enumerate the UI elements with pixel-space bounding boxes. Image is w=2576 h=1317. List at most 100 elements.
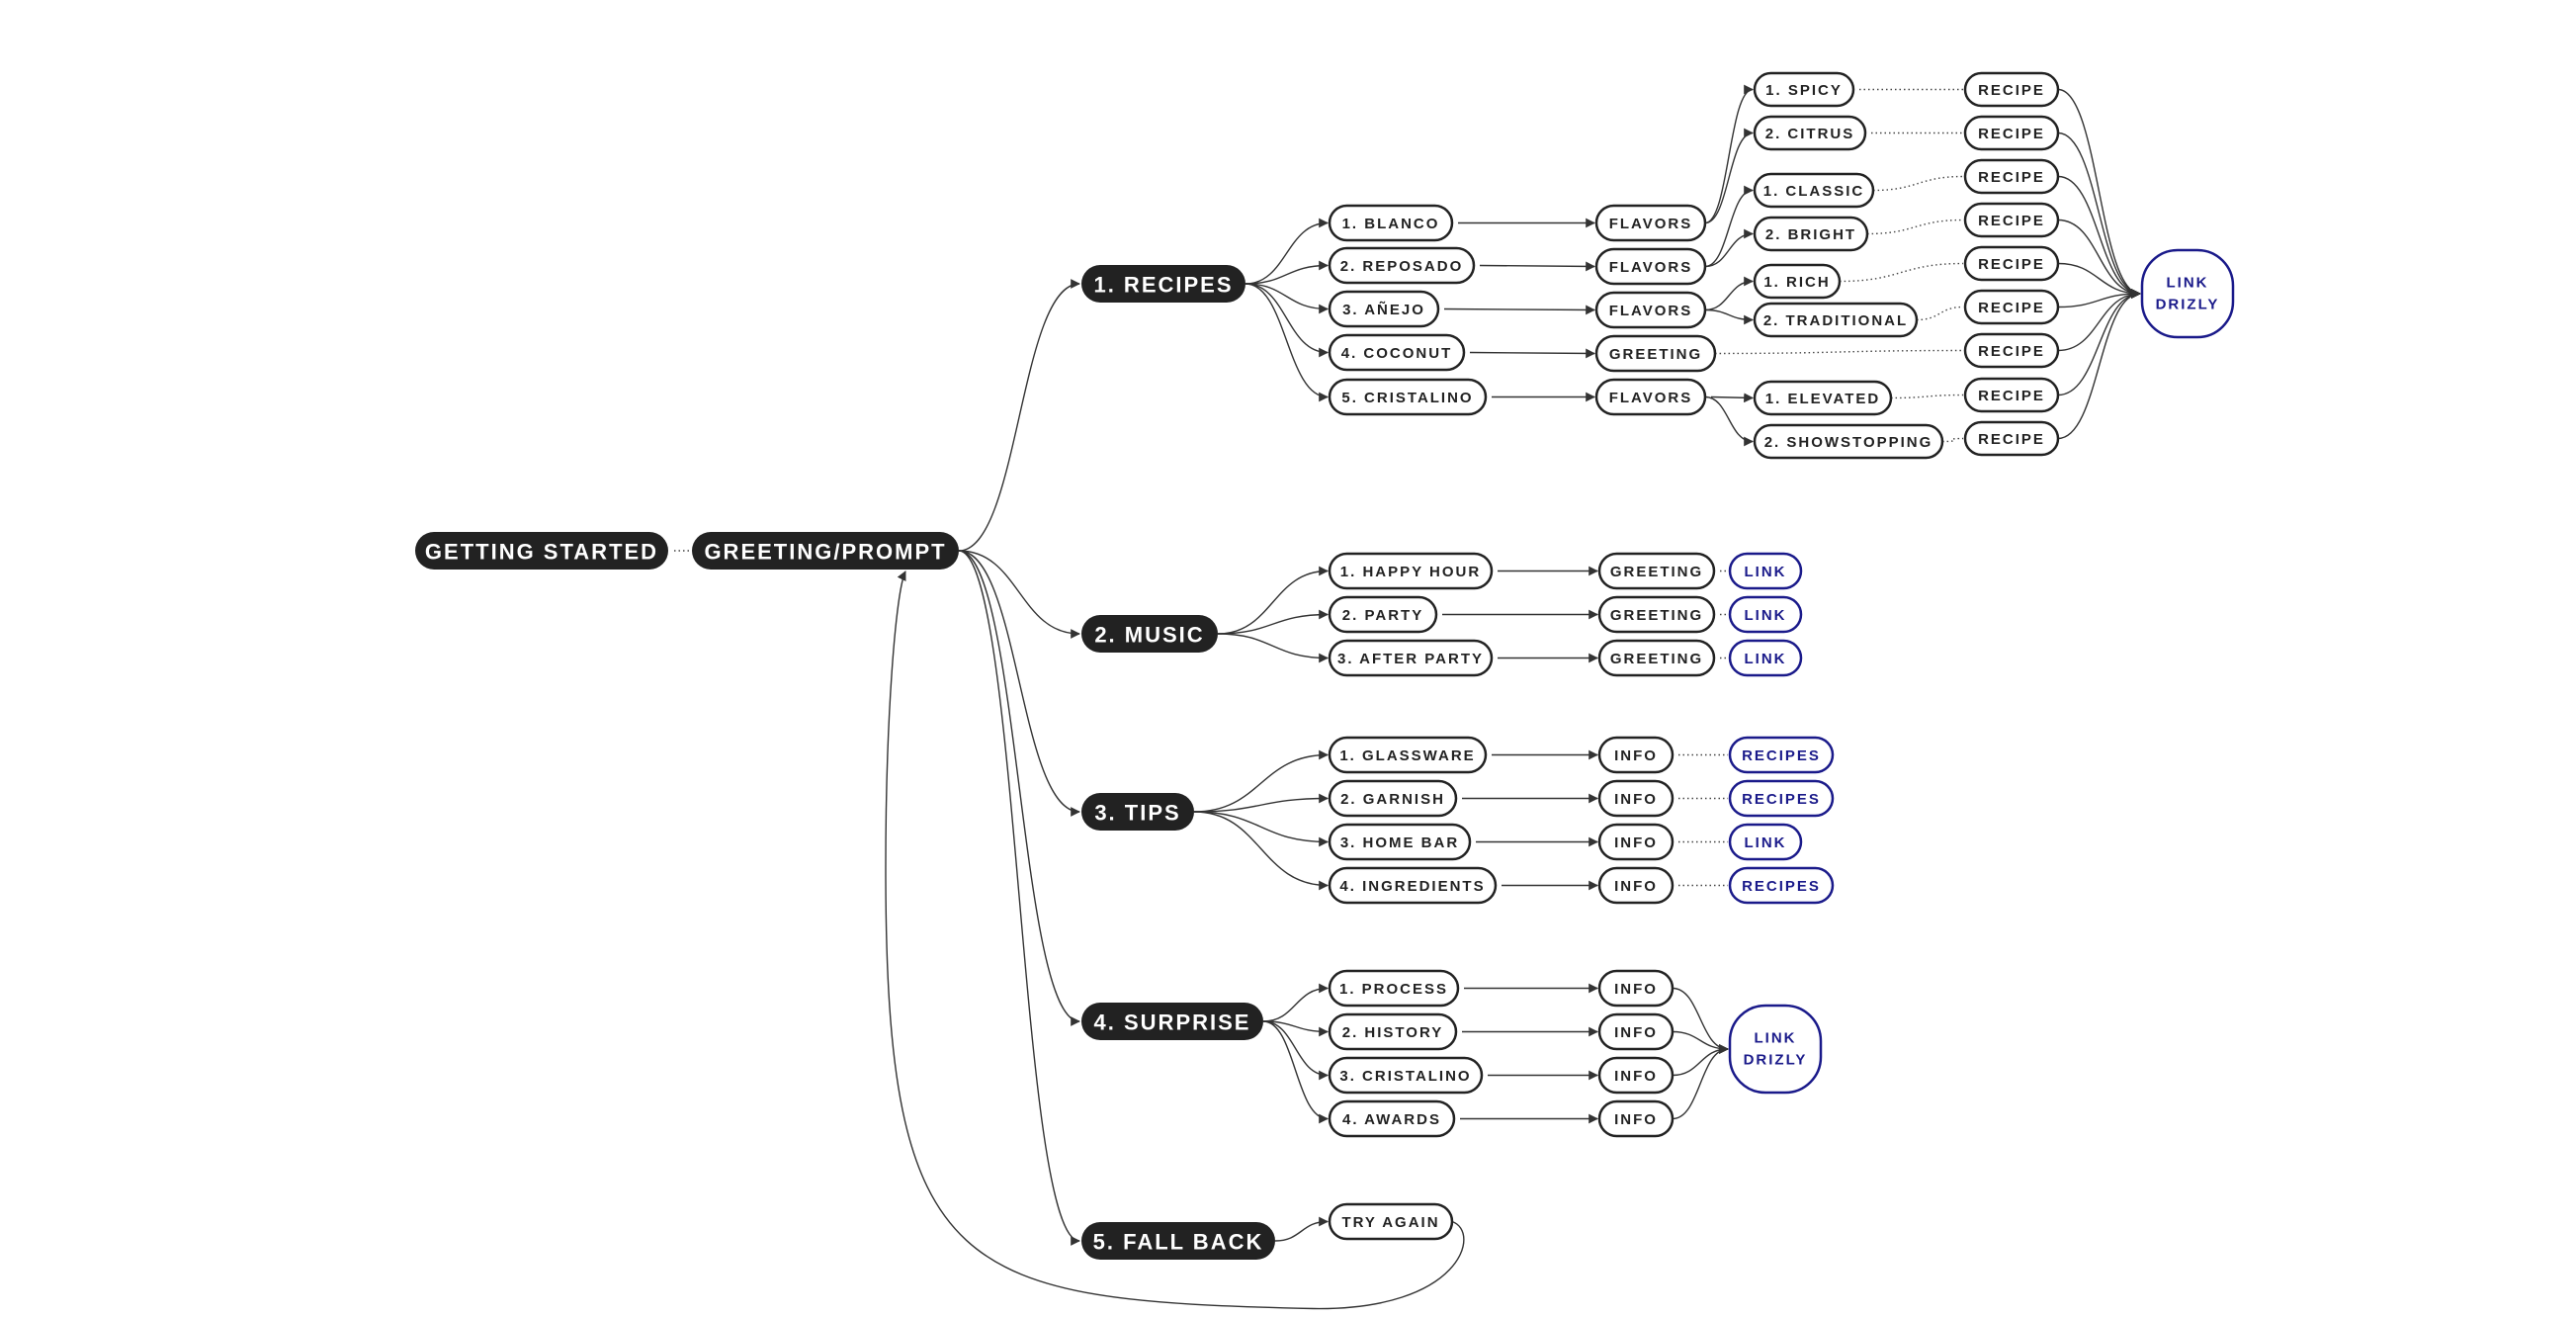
edge-tips-to-garnish <box>1193 793 1329 813</box>
node-label: RECIPE <box>1978 213 2045 229</box>
edge-si3-to-drizly2 <box>1672 1044 1729 1077</box>
node-label: 2. TRADITIONAL <box>1763 312 1908 329</box>
node-label: 4. SURPRISE <box>1094 1010 1251 1035</box>
node-shape <box>1081 265 1245 303</box>
node-greeting: GREETING <box>1597 552 1716 590</box>
node-label: RECIPE <box>1978 388 2045 404</box>
node-shape <box>1594 204 1707 242</box>
node-2-showstopping: 2. SHOWSTOPPING <box>1753 423 1944 460</box>
node-4-surprise: 4. SURPRISE <box>1081 1003 1263 1040</box>
node-shape <box>2140 248 2235 339</box>
node-3-tips: 3. TIPS <box>1081 793 1194 831</box>
node-label: RECIPE <box>1978 256 2045 273</box>
node-label: FLAVORS <box>1609 303 1693 319</box>
edge-recipes-to-blanco <box>1245 218 1329 285</box>
edge-r8-to-drizly1 <box>2057 289 2141 396</box>
node-label: 4. INGREDIENTS <box>1339 878 1485 895</box>
node-shape <box>1594 378 1707 416</box>
node-shape <box>1328 736 1488 774</box>
node-label: 2. BRIGHT <box>1765 226 1856 243</box>
node-shape <box>1597 736 1674 774</box>
edge-music-to-happyhour <box>1217 566 1329 635</box>
node-shape <box>1328 1202 1454 1241</box>
node-label: 3. AÑEJO <box>1342 301 1425 318</box>
edge-gr1-to-r7 <box>1714 349 1964 355</box>
node-info: INFO <box>1597 969 1674 1008</box>
node-label: 2. PARTY <box>1342 607 1423 624</box>
edges-layer <box>674 84 2141 1310</box>
node-shape <box>1963 115 2060 151</box>
node-info: INFO <box>1597 1056 1674 1095</box>
edge-r9-to-drizly1 <box>2057 289 2141 440</box>
node-label: RECIPE <box>1978 343 2045 360</box>
node-label: 1. GLASSWARE <box>1339 747 1475 764</box>
edge-r3-to-drizly1 <box>2057 175 2141 299</box>
node-recipe: RECIPE <box>1963 71 2060 108</box>
edge-fl2-to-classic <box>1704 185 1754 268</box>
node-label: TRY AGAIN <box>1341 1214 1439 1231</box>
node-shape <box>1728 639 1803 677</box>
node-shape <box>692 532 959 570</box>
edge-greet-to-music <box>958 550 1080 639</box>
node-shape <box>1328 969 1460 1008</box>
node-shape <box>1597 595 1716 634</box>
node-1-recipes: 1. RECIPES <box>1081 265 1245 303</box>
node-shape <box>1963 289 2060 325</box>
node-shape <box>1597 969 1674 1008</box>
node-3-after-party: 3. AFTER PARTY <box>1328 639 1494 677</box>
node-link: LINK <box>1728 639 1803 677</box>
node-shape <box>1753 302 1919 338</box>
node-shape <box>1728 779 1835 818</box>
edge-showstopping-to-r9 <box>1941 437 1964 443</box>
node-3-cristalino: 3. CRISTALINO <box>1328 1056 1484 1095</box>
node-label: 1. HAPPY HOUR <box>1340 564 1481 580</box>
node-label: LINK <box>1745 834 1787 851</box>
node-label: LINK <box>1745 564 1787 580</box>
node-shape <box>1328 823 1472 861</box>
edge-tips-to-glassware <box>1193 749 1329 813</box>
node-5-fall-back: 5. FALL BACK <box>1081 1222 1275 1260</box>
node-3-home-bar: 3. HOME BAR <box>1328 823 1472 861</box>
edge-r6-to-drizly1 <box>2057 289 2141 308</box>
node-label: INFO <box>1614 747 1658 764</box>
node-shape <box>1753 380 1893 416</box>
node-shape <box>415 532 668 570</box>
edge-reposado-to-fl2 <box>1479 261 1595 272</box>
node-label: 5. CRISTALINO <box>1341 390 1473 406</box>
edge-r7-to-drizly1 <box>2057 289 2141 352</box>
edge-recipes-to-cristalino <box>1245 283 1329 402</box>
node-recipe: RECIPE <box>1963 289 2060 325</box>
node-2-garnish: 2. GARNISH <box>1328 779 1458 818</box>
node-shape <box>1597 866 1674 905</box>
node-label: GREETING <box>1609 346 1702 363</box>
node-3-anejo: 3. AÑEJO <box>1328 290 1440 328</box>
node-label: INFO <box>1614 981 1658 998</box>
node-shape <box>1753 263 1842 300</box>
node-label: INFO <box>1614 878 1658 895</box>
node-label: 3. HOME BAR <box>1340 834 1459 851</box>
node-label: 1. RECIPES <box>1093 273 1233 298</box>
node-shape <box>1728 595 1803 634</box>
node-label: LINK <box>2167 275 2209 292</box>
node-1-glassware: 1. GLASSWARE <box>1328 736 1488 774</box>
node-shape <box>1328 1056 1484 1095</box>
node-recipe: RECIPE <box>1963 202 2060 238</box>
node-label: 3. TIPS <box>1094 801 1180 826</box>
node-label: RECIPES <box>1742 791 1821 808</box>
node-label: 4. COCONUT <box>1341 345 1453 362</box>
edge-recipes-to-coconut <box>1245 283 1329 358</box>
node-shape <box>1597 1012 1674 1051</box>
node-4-coconut: 4. COCONUT <box>1328 333 1466 372</box>
node-shape <box>1753 71 1855 108</box>
node-shape <box>1728 866 1835 905</box>
node-label: INFO <box>1614 1024 1658 1041</box>
node-label: DRIZLY <box>1744 1052 1808 1069</box>
node-label: GREETING/PROMPT <box>704 540 946 565</box>
node-2-citrus: 2. CITRUS <box>1753 115 1867 151</box>
node-label: 2. GARNISH <box>1340 791 1445 808</box>
node-label: LINK <box>1755 1030 1797 1047</box>
node-4-ingredients: 4. INGREDIENTS <box>1328 866 1498 905</box>
node-link-drizly: LINK DRIZLY <box>1728 1004 1823 1095</box>
edge-tips-to-ingredients <box>1193 811 1329 891</box>
node-recipe: RECIPE <box>1963 332 2060 369</box>
